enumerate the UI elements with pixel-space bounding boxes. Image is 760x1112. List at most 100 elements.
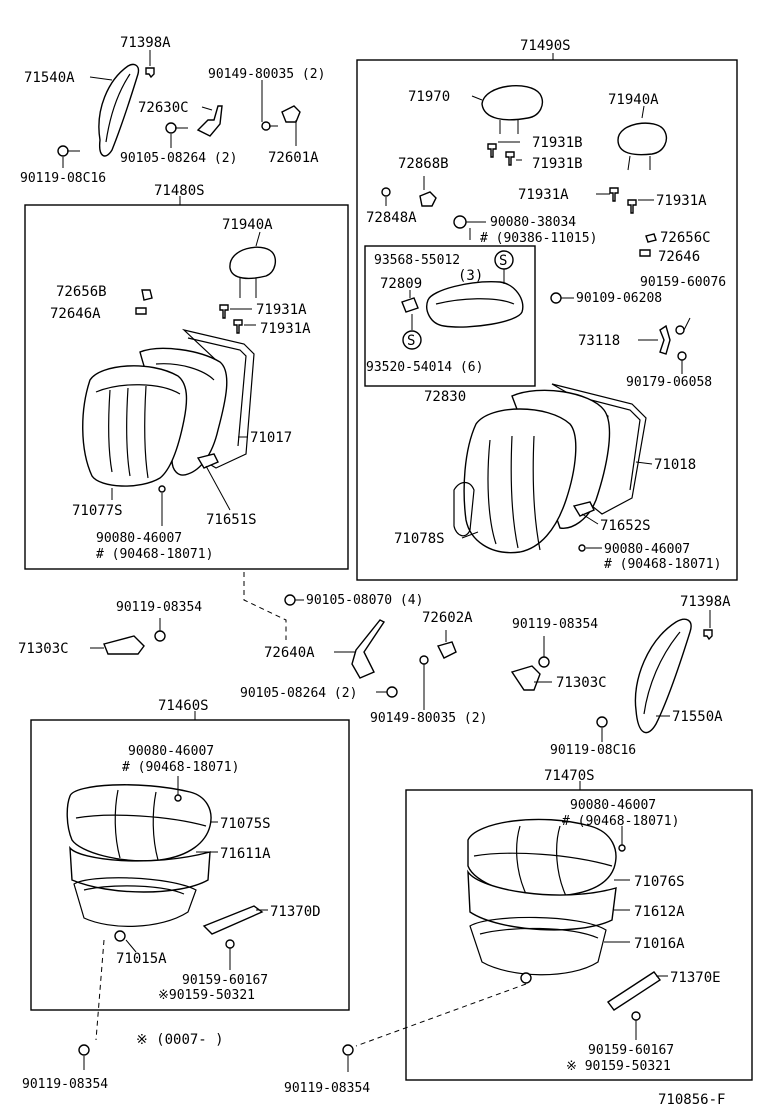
label-90149-80035-b: 90149-80035 (2) (370, 711, 487, 726)
label-90119-08354-a: 90119-08354 (116, 600, 202, 615)
label-72868b: 72868B (398, 156, 449, 172)
label-72848a: 72848A (366, 210, 417, 226)
seatback-cover-71078s-drawing (453, 389, 611, 554)
svg-text:S: S (407, 333, 415, 349)
seat-cushion-71076s-drawing (467, 818, 617, 897)
label-90105-08264-a: 90105-08264 (2) (120, 151, 237, 166)
label-90105-08070: 90105-08070 (4) (306, 593, 423, 608)
label-72601a: 72601A (268, 150, 319, 166)
label-72830: 72830 (424, 389, 466, 405)
label-72630c: 72630C (138, 100, 189, 116)
label-71018: 71018 (654, 457, 696, 473)
label-71931a-right-2: 71931A (656, 193, 707, 209)
label-71931b-2: 71931B (532, 156, 583, 172)
label-90119-08354-c: 90119-08354 (22, 1077, 108, 1092)
label-71550a: 71550A (672, 709, 723, 725)
armrest-71540a-drawing (98, 63, 140, 157)
label-90159-60167-left: 90159-60167 (182, 973, 268, 988)
seat-frame-71015a-drawing (73, 877, 197, 942)
hinge-71303c-left-drawing (90, 635, 145, 655)
label-71652s: 71652S (600, 518, 651, 534)
label-71075s: 71075S (220, 816, 271, 832)
label-90080-46007-right: 90080-46007 (604, 542, 690, 557)
label-71612a: 71612A (634, 904, 685, 920)
label-71076s: 71076S (634, 874, 685, 890)
label-90080-46007-bl: 90080-46007 (128, 744, 214, 759)
label-71015a: 71015A (116, 951, 167, 967)
label-qty-3: (3) (458, 268, 483, 284)
label-90119-08c16-a: 90119-08C16 (20, 171, 106, 186)
label-71931b-1: 71931B (532, 135, 583, 151)
screw-symbol-s-lower (402, 330, 422, 350)
group-box-71470s (405, 789, 753, 1081)
hinge-71303c-right-drawing (510, 665, 541, 691)
bracket-72640a-drawing (334, 619, 386, 679)
headrest-71970-drawing (481, 85, 544, 134)
label-71970: 71970 (408, 89, 450, 105)
label-71651s: 71651S (206, 512, 257, 528)
label-71611a: 71611A (220, 846, 271, 862)
group-label-71470s: 71470S (544, 768, 595, 784)
group-label-71490s: 71490S (520, 38, 571, 54)
label-73118: 73118 (578, 333, 620, 349)
callout-labels: 71398A 71540A 72630C 90149-80035 (2) 901… (18, 35, 731, 1108)
headrest-71940a-left-drawing (229, 246, 277, 298)
label-71540a: 71540A (24, 70, 75, 86)
seat-cushion-71075s-drawing (66, 784, 212, 862)
label-71398a-right: 71398A (680, 594, 731, 610)
seat-frame-71016a-drawing (469, 916, 607, 984)
label-90179-06058: 90179-06058 (626, 375, 712, 390)
label-71078s: 71078S (394, 531, 445, 547)
label-90468-18071-br: # (90468-18071) (562, 814, 679, 829)
label-90080-38034: 90080-38034 (490, 215, 576, 230)
armrest-71550a-drawing (634, 618, 692, 734)
label-71931a-left-1: 71931A (256, 302, 307, 318)
group-box-71490s (356, 59, 738, 581)
label-90109-06208: 90109-06208 (576, 291, 662, 306)
subgroup-box-72830 (364, 245, 536, 387)
label-71931a-left-2: 71931A (260, 321, 311, 337)
label-90080-46007-left: 90080-46007 (96, 531, 182, 546)
label-90159-60076: 90159-60076 (640, 275, 726, 290)
label-71398a-left: 71398A (120, 35, 171, 51)
label-71303c-right: 71303C (556, 675, 607, 691)
label-90119-08c16-b: 90119-08C16 (550, 743, 636, 758)
group-box-71480s (24, 204, 349, 570)
label-93520-54014: 93520-54014 (6) (366, 360, 483, 375)
group-box-71460s (30, 719, 350, 1011)
label-90119-08354-b: 90119-08354 (512, 617, 598, 632)
label-90080-46007-br: 90080-46007 (570, 798, 656, 813)
label-71016a: 71016A (634, 936, 685, 952)
label-71940a-right: 71940A (608, 92, 659, 108)
label-90159-50321-left: ※90159-50321 (158, 988, 255, 1003)
label-90159-50321-right: ※ 90159-50321 (566, 1059, 671, 1074)
label-72656b: 72656B (56, 284, 107, 300)
label-90468-18071-left: # (90468-18071) (96, 547, 213, 562)
label-90386-11015: # (90386-11015) (480, 231, 597, 246)
label-90468-18071-bl: # (90468-18071) (122, 760, 239, 775)
group-label-71460s: 71460S (158, 698, 209, 714)
label-71370d: 71370D (270, 904, 321, 920)
label-93568-55012: 93568-55012 (374, 253, 460, 268)
group-label-71480s: 71480S (154, 183, 205, 199)
label-72646a: 72646A (50, 306, 101, 322)
bolt-90119-08c16-a (57, 145, 80, 157)
label-71940a-left: 71940A (222, 217, 273, 233)
label-71931a-right-1: 71931A (518, 187, 569, 203)
label-71077s: 71077S (72, 503, 123, 519)
svg-text:S: S (499, 253, 507, 269)
label-72809: 72809 (380, 276, 422, 292)
label-90105-08264-b: 90105-08264 (2) (240, 686, 357, 701)
headrest-71940a-right-drawing (617, 122, 668, 171)
label-72646: 72646 (658, 249, 700, 265)
label-90119-08354-d: 90119-08354 (284, 1081, 370, 1096)
label-72656c: 72656C (660, 230, 711, 246)
label-90149-80035-a: 90149-80035 (2) (208, 67, 325, 82)
footnote-range: ※ (0007- ) (136, 1032, 224, 1048)
label-72640a: 72640A (264, 645, 315, 661)
label-90468-18071-right: # (90468-18071) (604, 557, 721, 572)
label-90159-60167-right: 90159-60167 (588, 1043, 674, 1058)
label-71303c-left: 71303C (18, 641, 69, 657)
armrest-lid-72809-drawing (426, 281, 524, 328)
